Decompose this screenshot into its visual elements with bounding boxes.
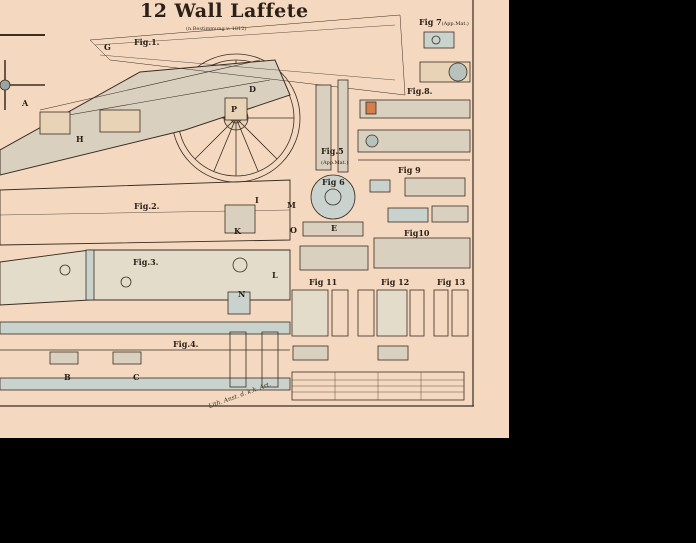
part-letter-h: H [76, 134, 84, 144]
part-letter-a: A [22, 98, 29, 108]
fig7-label: Fig 7(App.Mat.) [419, 17, 469, 27]
fig13-label: Fig 13 [437, 277, 466, 287]
fig11-label: Fig 11 [309, 277, 338, 287]
part-letter-o: O [290, 225, 297, 235]
fig6-detail-drawing [299, 174, 369, 271]
drawing-lines [0, 0, 474, 407]
part-letter-k: K [234, 226, 241, 236]
plate-title: 12 Wall Laffete [140, 0, 309, 22]
fig3-side-drawing [0, 249, 291, 315]
technical-drawing-sheet: 12 Wall Laffete (n.Bestimmung v. 1812) F… [0, 0, 509, 438]
fig3-label: Fig.3. [133, 257, 159, 267]
part-letter-m: M [287, 200, 296, 210]
fig5-detail-drawing [315, 79, 349, 173]
fig5-label: Fig.5(App.Mat.) [321, 146, 349, 166]
fig10-label: Fig10 [404, 228, 430, 238]
fig11-13-detail-drawing [291, 289, 469, 361]
part-letter-l: L [272, 270, 278, 280]
part-letter-g: G [104, 42, 111, 52]
fig4-beam-drawing [0, 321, 291, 391]
plate-subtitle: (n.Bestimmung v. 1812) [186, 26, 247, 32]
part-letter-d: D [249, 84, 256, 94]
fig8-detail-drawing [357, 99, 471, 161]
fig8-label: Fig.8. [407, 86, 433, 96]
fig9-label: Fig 9 [398, 165, 421, 175]
fig9-fig10-detail-drawing [369, 177, 471, 269]
fig1-carriage-drawing [0, 14, 406, 183]
part-letter-p: P [231, 104, 238, 114]
fig12-label: Fig 12 [381, 277, 410, 287]
part-letter-i: I [255, 195, 259, 205]
part-letter-b: B [64, 372, 71, 382]
fig2-label: Fig.2. [134, 201, 160, 211]
fig1-label: Fig.1. [134, 37, 160, 47]
part-letter-c: C [133, 372, 140, 382]
fig4-label: Fig.4. [173, 339, 199, 349]
scale-bar [291, 371, 465, 401]
fig6-label: Fig 6 [322, 177, 345, 187]
part-letter-e: E [331, 223, 338, 233]
fig7-detail-drawing [419, 31, 471, 83]
part-letter-n: N [238, 289, 246, 299]
fig2-plan-drawing [0, 179, 291, 246]
